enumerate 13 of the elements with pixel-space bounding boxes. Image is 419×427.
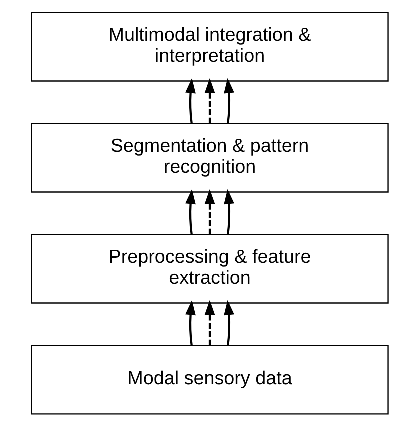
arrow — [185, 189, 196, 235]
arrow — [204, 78, 215, 124]
node-box: Multimodal integration & interpretation — [30, 12, 388, 82]
node-box: Segmentation & pattern recognition — [30, 123, 388, 193]
arrow — [185, 78, 196, 124]
arrow — [224, 300, 234, 346]
arrow — [224, 189, 234, 235]
arrow — [204, 300, 215, 346]
node-box: Preprocessing & feature extraction — [30, 234, 388, 304]
node-box: Modal sensory data — [30, 345, 388, 415]
arrow — [224, 78, 234, 124]
arrow — [185, 300, 196, 346]
arrow — [204, 189, 215, 235]
